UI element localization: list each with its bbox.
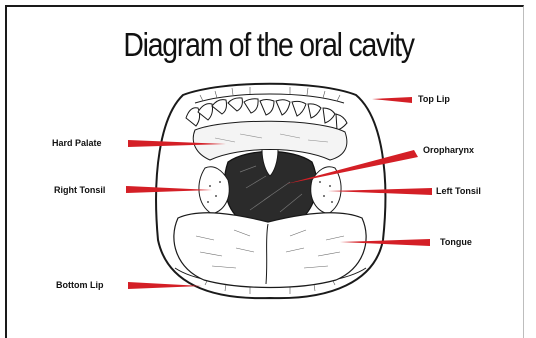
tongue-body [174,213,366,288]
label-hard-palate: Hard Palate [52,138,102,148]
label-oropharynx: Oropharynx [423,145,474,155]
label-top-lip: Top Lip [418,94,450,104]
label-tongue: Tongue [440,237,472,247]
label-left-tonsil: Left Tonsil [436,186,481,196]
label-right-tonsil: Right Tonsil [54,185,105,195]
top-lip-arrow [372,97,412,103]
label-bottom-lip: Bottom Lip [56,280,104,290]
